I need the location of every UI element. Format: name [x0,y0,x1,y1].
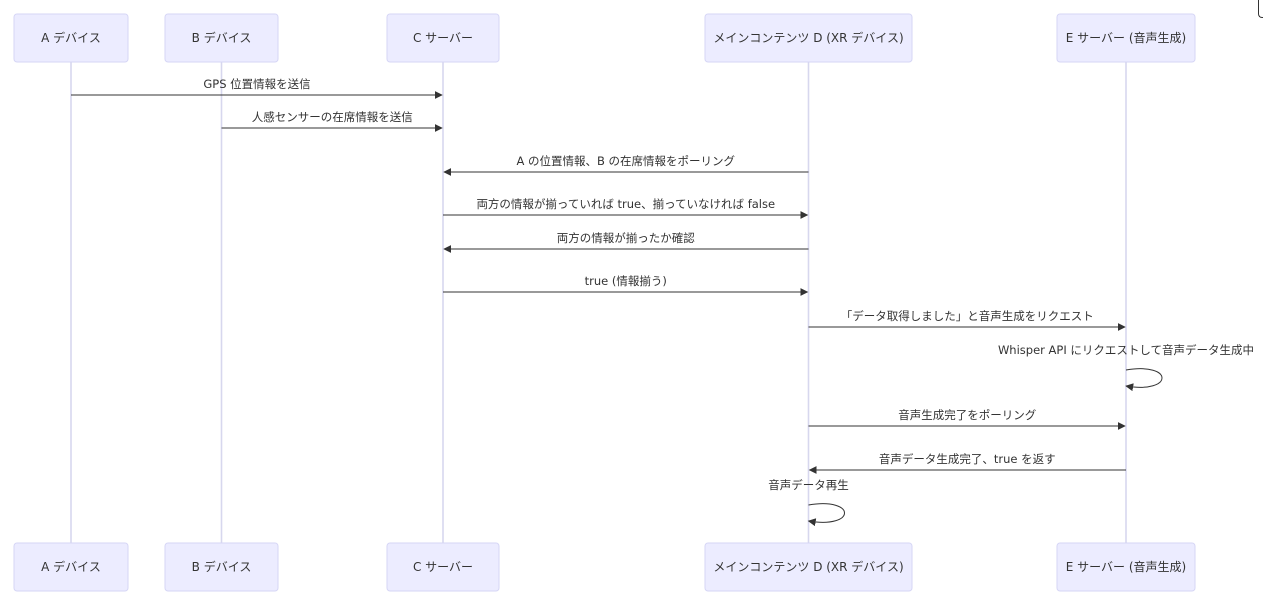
message-label: 音声生成完了をポーリング [898,408,1036,422]
participant-label: C サーバー [413,31,473,45]
message-8: Whisper API にリクエストして音声データ生成中 [998,343,1254,392]
message-10: 音声データ生成完了、true を返す [808,452,1126,474]
message-label: 人感センサーの在席情報を送信 [252,110,413,124]
message-label: Whisper API にリクエストして音声データ生成中 [998,343,1254,357]
participant-box [1056,542,1196,592]
message-arrow [1125,368,1163,392]
participant-c-top: C サーバー [386,13,500,63]
message-5: 両方の情報が揃ったか確認 [443,231,809,253]
participant-a-top: A デバイス [13,13,129,63]
participant-label: メインコンテンツ D (XR デバイス) [713,30,903,45]
participant-b-top: B デバイス [164,13,279,63]
participant-box [164,542,279,592]
participant-e-bottom: E サーバー (音声生成) [1056,542,1196,592]
participant-box [164,13,279,63]
participant-c-bottom: C サーバー [386,542,500,592]
participant-label: B デバイス [192,559,252,574]
participant-box [386,542,500,592]
message-9: 音声生成完了をポーリング [808,408,1126,430]
message-7: 「データ取得しました」と音声生成をリクエスト [808,309,1126,331]
participant-label: A デバイス [41,559,101,574]
participant-label: E サーバー (音声生成) [1066,30,1186,45]
participant-box [13,542,129,592]
message-label: 両方の情報が揃ったか確認 [557,231,695,245]
participant-label: E サーバー (音声生成) [1066,559,1186,574]
message-11: 音声データ再生 [768,478,849,527]
participant-box [13,13,129,63]
message-2: 人感センサーの在席情報を送信 [221,110,443,132]
participant-label: C サーバー [413,560,473,574]
participant-box [1056,13,1196,63]
participant-box [386,13,500,63]
message-arrow [807,503,845,527]
message-label: 「データ取得しました」と音声生成をリクエスト [841,309,1094,323]
participant-box [704,542,913,592]
message-6: true (情報揃う) [443,274,809,296]
message-1: GPS 位置情報を送信 [71,77,443,99]
participant-box [704,13,913,63]
message-label: true (情報揃う) [585,274,667,288]
participant-label: B デバイス [192,30,252,45]
participant-label: メインコンテンツ D (XR デバイス) [713,559,903,574]
message-label: GPS 位置情報を送信 [203,77,310,91]
window-edge-mark [1258,0,1263,18]
message-label: A の位置情報、B の在席情報をポーリング [516,154,735,168]
message-label: 音声データ生成完了、true を返す [879,452,1056,466]
message-label: 音声データ再生 [768,478,849,492]
message-3: A の位置情報、B の在席情報をポーリング [443,154,809,176]
participant-b-bottom: B デバイス [164,542,279,592]
participant-d-top: メインコンテンツ D (XR デバイス) [704,13,913,63]
message-4: 両方の情報が揃っていれば true、揃っていなければ false [443,197,809,219]
message-label: 両方の情報が揃っていれば true、揃っていなければ false [476,197,775,211]
participant-a-bottom: A デバイス [13,542,129,592]
participant-label: A デバイス [41,30,101,45]
participant-d-bottom: メインコンテンツ D (XR デバイス) [704,542,913,592]
participant-e-top: E サーバー (音声生成) [1056,13,1196,63]
